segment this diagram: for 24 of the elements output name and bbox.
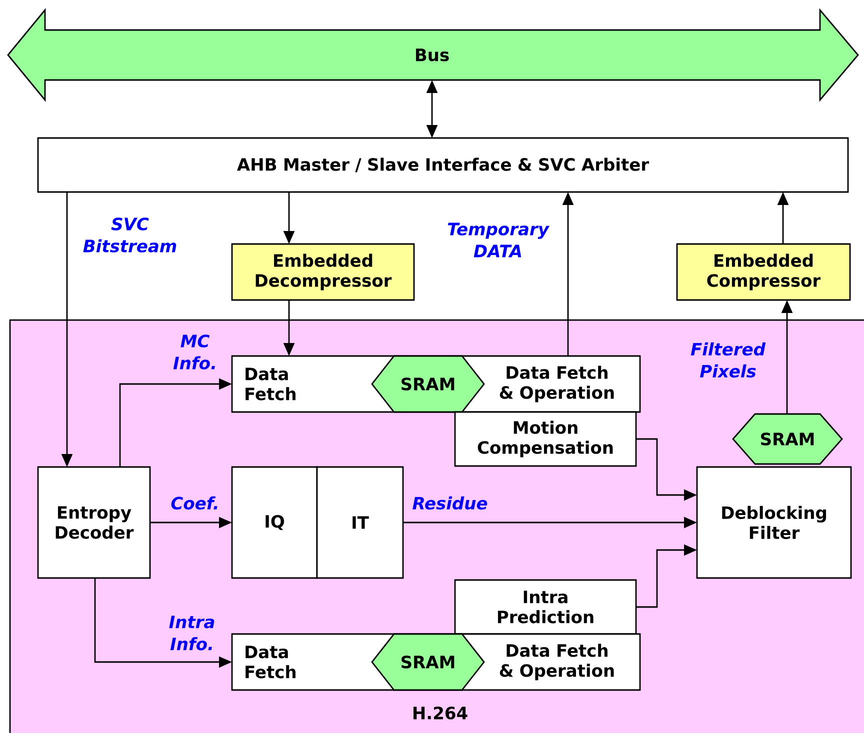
process-box: Deblocking Filter <box>696 466 852 579</box>
edge-label: MC Info. <box>169 334 221 370</box>
box-text: Data Fetch & Operation <box>500 366 614 402</box>
process-box: Embedded Compressor <box>676 243 851 301</box>
edge-label: Residue <box>404 495 496 511</box>
sram-hexagon: SRAM <box>371 633 485 691</box>
edge-label: Coef. <box>164 495 226 511</box>
process-box: IT <box>316 466 404 579</box>
process-box: Intra Prediction <box>454 579 637 635</box>
edge-label: Intra Info. <box>164 614 220 652</box>
sram-hexagon: SRAM <box>371 355 485 413</box>
interface-box: AHB Master / Slave Interface & SVC Arbiter <box>37 137 849 193</box>
process-box: IQ <box>231 466 318 579</box>
edge-label: Filtered Pixels <box>682 341 774 379</box>
edge-label: SVC Bitstream <box>79 216 181 254</box>
process-box: Entropy Decoder <box>37 466 151 579</box>
box-text: Data Fetch & Operation <box>500 644 614 680</box>
process-box: Motion Compensation <box>454 411 637 467</box>
box-text: Data Fetch <box>246 368 296 400</box>
box-text: Data Fetch <box>246 646 296 678</box>
region-title: H.264 <box>414 706 468 720</box>
edge-label: Temporary DATA <box>437 222 559 258</box>
sram-hexagon: SRAM <box>732 413 843 465</box>
process-box: Embedded Decompressor <box>231 243 415 301</box>
